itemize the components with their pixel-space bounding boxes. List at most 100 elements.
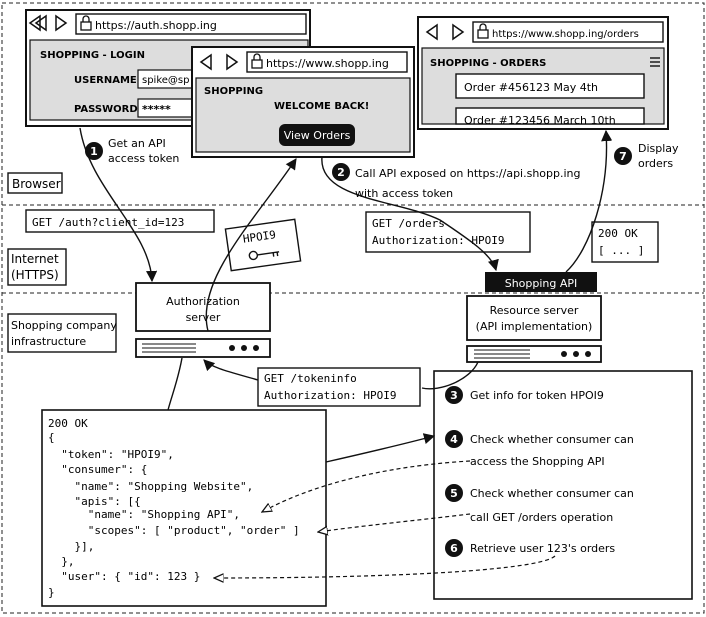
step-2: 2 Call API exposed on https://api.shopp.… (332, 163, 581, 200)
orders-request-line-2: Authorization: HPOI9 (372, 234, 504, 247)
auth-server-text-1: Authorization (166, 295, 240, 308)
arrow-api-to-orders (565, 129, 613, 273)
resource-server: Shopping API Resource server (API implem… (466, 272, 602, 363)
arrow-auth-to-home (205, 158, 297, 332)
resource-server-text-2: (API implementation) (476, 320, 593, 333)
json-line-7: "scopes": [ "product", "order" ] (48, 524, 300, 537)
step-6-number: 6 (450, 542, 458, 555)
dashed-reference-arrows (214, 460, 556, 578)
order-item-2-text: Order #123456 March 10th (464, 114, 616, 127)
password-value: ***** (142, 103, 171, 116)
step-7-text-2: orders (638, 157, 673, 170)
tokeninfo-line-1: GET /tokeninfo (264, 372, 357, 385)
forward-icon[interactable] (55, 14, 68, 32)
json-line-10: "user": { "id": 123 } (48, 570, 200, 583)
lock-icon (251, 53, 263, 69)
zone-infra-text-1: Shopping company (11, 319, 117, 332)
auth-server-text-2: server (186, 311, 221, 324)
ref-arrow-step-5 (318, 513, 471, 532)
orders-url-text: https://www.shopp.ing/orders (492, 29, 639, 40)
step-1-text-2: access token (108, 152, 179, 165)
step-4-number: 4 (450, 433, 458, 446)
arrow-resource-to-tokeninfo (421, 361, 479, 390)
shopping-api-label: Shopping API (505, 277, 578, 290)
home-page-title: SHOPPING (204, 86, 263, 97)
order-item-1-text: Order #456123 May 4th (464, 81, 598, 94)
ok-response-box: 200 OK [ ... ] (591, 221, 659, 263)
step-6-text: Retrieve user 123's orders (470, 542, 615, 555)
orders-page-title: SHOPPING - ORDERS (430, 58, 546, 69)
resource-server-text-1: Resource server (490, 304, 579, 317)
arrow-login-to-auth (79, 127, 158, 283)
step-5-number: 5 (450, 487, 458, 500)
zone-label-infra: Shopping company infrastructure (7, 313, 117, 353)
view-orders-button[interactable] (279, 124, 355, 146)
forward-icon[interactable] (226, 53, 239, 71)
token-text: HPOI9 (242, 228, 277, 245)
json-line-9: }, (48, 555, 75, 568)
order-item-2[interactable] (455, 107, 645, 125)
step-3-number: 3 (450, 389, 458, 402)
json-line-1: { (48, 431, 55, 444)
zone-browser-text: Browser (12, 177, 61, 191)
flow-arrows (79, 127, 613, 463)
step-2-text-1: Call API exposed on https://api.shopp.in… (355, 167, 581, 180)
json-line-2: "token": "HPOI9", (48, 448, 174, 461)
step-5-text-2: call GET /orders operation (470, 511, 613, 524)
password-label: PASSWORD (74, 104, 138, 115)
step-1-number: 1 (90, 145, 98, 158)
auth-request-box: GET /auth?client_id=123 (25, 209, 215, 233)
login-page-title: SHOPPING - LOGIN (40, 50, 145, 61)
json-line-0: 200 OK (48, 417, 88, 430)
tokeninfo-request-box: GET /tokeninfo Authorization: HPOI9 (257, 367, 421, 407)
zone-label-browser: Browser (7, 172, 63, 194)
username-label: USERNAME (74, 75, 137, 86)
step-2-text-2: with access token (355, 187, 453, 200)
json-line-6: "name": "Shopping API", (48, 508, 240, 521)
json-line-3: "consumer": { (48, 463, 147, 476)
zone-label-internet: Internet (HTTPS) (7, 248, 67, 286)
step-4-text-2: access the Shopping API (470, 455, 605, 468)
back-icon[interactable] (199, 53, 212, 71)
ref-arrow-step-4 (262, 460, 471, 512)
back-icon[interactable] (425, 23, 438, 41)
ref-arrow-step-6 (214, 555, 556, 578)
login-url-bar[interactable] (75, 13, 307, 35)
shopping-api-badge (485, 272, 597, 292)
step-3-text: Get info for token HPOI9 (470, 389, 604, 402)
back-icon[interactable] (28, 14, 41, 32)
step-1-text-1: Get an API (108, 137, 166, 150)
key-icon (248, 250, 280, 261)
orders-request-line-1: GET /orders (372, 217, 445, 230)
orders-browser-window: https://www.shopp.ing/orders SHOPPING - … (417, 16, 669, 130)
arrow-auth-to-response (167, 357, 183, 411)
username-value: spike@sp (142, 75, 189, 86)
auth-request-text: GET /auth?client_id=123 (32, 216, 184, 229)
welcome-text: WELCOME BACK! (274, 101, 369, 112)
json-line-11: } (48, 586, 55, 599)
step-1: 1 Get an API access token (85, 137, 179, 165)
process-steps-panel: 3 Get info for token HPOI9 4 Check wheth… (433, 370, 693, 600)
json-line-4: "name": "Shopping Website", (48, 480, 253, 493)
token-info-response-box: 200 OK { "token": "HPOI9", "consumer": {… (0, 0, 346, 607)
home-url-bar[interactable] (246, 51, 408, 73)
step-2-number: 2 (337, 166, 345, 179)
zone-internet-text: Internet (11, 252, 59, 266)
zone-https-text: (HTTPS) (11, 268, 59, 282)
step-4-text-1: Check whether consumer can (470, 433, 634, 446)
arrow-tokeninfo-to-auth (203, 359, 259, 381)
menu-icon[interactable] (650, 57, 660, 67)
orders-url-bar[interactable] (472, 21, 664, 43)
home-url-text: https://www.shopp.ing (266, 57, 389, 70)
arrow-response-to-panel (325, 433, 436, 463)
order-item-1[interactable] (455, 73, 645, 99)
view-orders-label: View Orders (284, 129, 351, 142)
lock-icon (477, 23, 489, 39)
forward-icon[interactable] (452, 23, 465, 41)
json-line-8: }], (48, 540, 94, 553)
token-ticket: HPOI9 (224, 218, 302, 272)
step-7-text-1: Display (638, 142, 679, 155)
json-response-text: 200 OK { "token": "HPOI9", "consumer": {… (0, 0, 346, 599)
